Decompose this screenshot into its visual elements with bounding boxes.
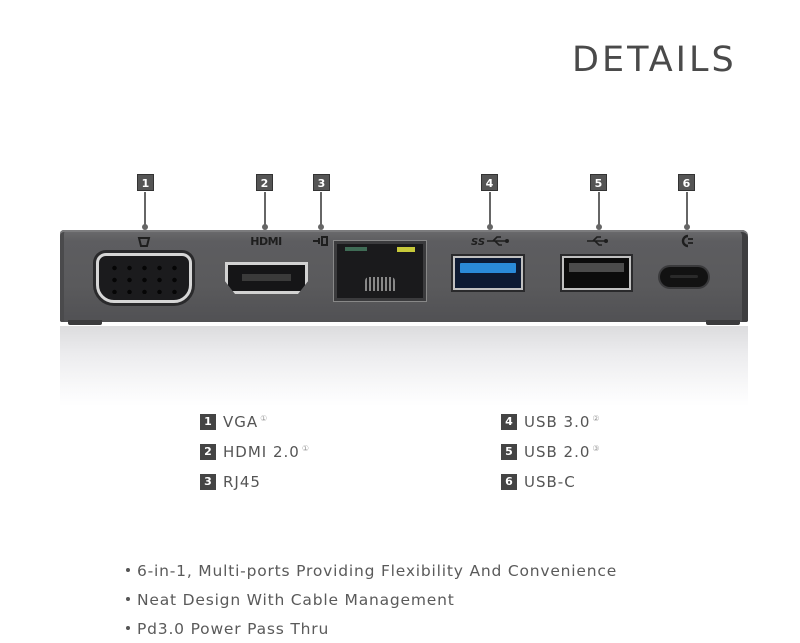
callout-dot-2 [262,224,268,230]
callout-dot-6 [684,224,690,230]
callout-dot-5 [596,224,602,230]
feature-item: Pd3.0 Power Pass Thru [126,619,617,643]
usb-c-tongue [670,275,698,278]
vga-pins [107,262,181,294]
callout-badge-2: 2 [256,174,273,191]
callout-badge-1: 1 [137,174,154,191]
callout-line-1 [144,192,146,226]
footnote-marker: ① [260,413,268,423]
usb2-port [562,256,631,290]
callout-line-4 [489,192,491,226]
bullet-icon [126,625,130,630]
hdmi-connector [242,274,291,281]
power-plug-icon [676,234,696,251]
legend-item-hdmi: 2 HDMI 2.0 ① [200,443,309,461]
usb-ss-icon: SS [470,235,512,250]
callout-line-6 [686,192,688,226]
rj45-contacts [365,277,395,291]
link-led-green [345,247,367,251]
usb2-tongue [569,263,624,272]
vga-port [96,253,192,303]
feature-item: 6-in-1, Multi-ports Providing Flexibilit… [126,561,617,590]
legend-label: USB 2.0 [524,443,591,461]
rj45-port [334,241,426,301]
callout-dot-1 [142,224,148,230]
footnote-marker: ③ [592,443,600,453]
svg-text:SS: SS [471,237,485,247]
activity-led-yellow [397,247,415,252]
legend-badge: 1 [200,414,216,430]
callout-badge-6: 6 [678,174,695,191]
footnote-marker: ② [592,413,600,423]
ethernet-icon [311,235,331,250]
legend-badge: 5 [501,444,517,460]
callout-badge-3: 3 [313,174,330,191]
feature-item: Neat Design With Cable Management [126,590,617,619]
legend-label: RJ45 [223,473,261,491]
callout-line-5 [598,192,600,226]
legend-label: HDMI 2.0 [223,443,300,461]
callout-dot-3 [318,224,324,230]
usb3-port [453,256,523,290]
feature-list: 6-in-1, Multi-ports Providing Flexibilit… [126,561,617,643]
device-reflection [60,326,748,406]
usb-icon [585,235,611,250]
callout-line-2 [264,192,266,226]
legend-item-usb2: 5 USB 2.0 ③ [501,443,600,461]
device-foot-right [706,320,740,325]
bullet-icon [126,596,130,601]
callout-line-3 [320,192,322,226]
legend-label: USB 3.0 [524,413,591,431]
bullet-icon [126,567,130,572]
legend-item-rj45: 3 RJ45 [200,473,261,491]
device-foot-left [68,320,102,325]
legend-label: USB-C [524,473,576,491]
legend-item-usbc: 6 USB-C [501,473,576,491]
legend-item-usb3: 4 USB 3.0 ② [501,413,600,431]
usb3-tongue [460,263,516,273]
page-title: DETAILS [572,40,737,80]
legend-badge: 4 [501,414,517,430]
legend-badge: 6 [501,474,517,490]
callout-dot-4 [487,224,493,230]
monitor-icon [134,236,154,251]
callout-badge-5: 5 [590,174,607,191]
callout-badge-4: 4 [481,174,498,191]
hdmi-port [225,262,308,294]
legend-label: VGA [223,413,259,431]
usb-c-port [660,267,708,287]
legend-badge: 2 [200,444,216,460]
hdmi-label: HDMI [250,235,282,248]
legend-badge: 3 [200,474,216,490]
footnote-marker: ① [301,443,309,453]
legend-item-vga: 1 VGA ① [200,413,267,431]
